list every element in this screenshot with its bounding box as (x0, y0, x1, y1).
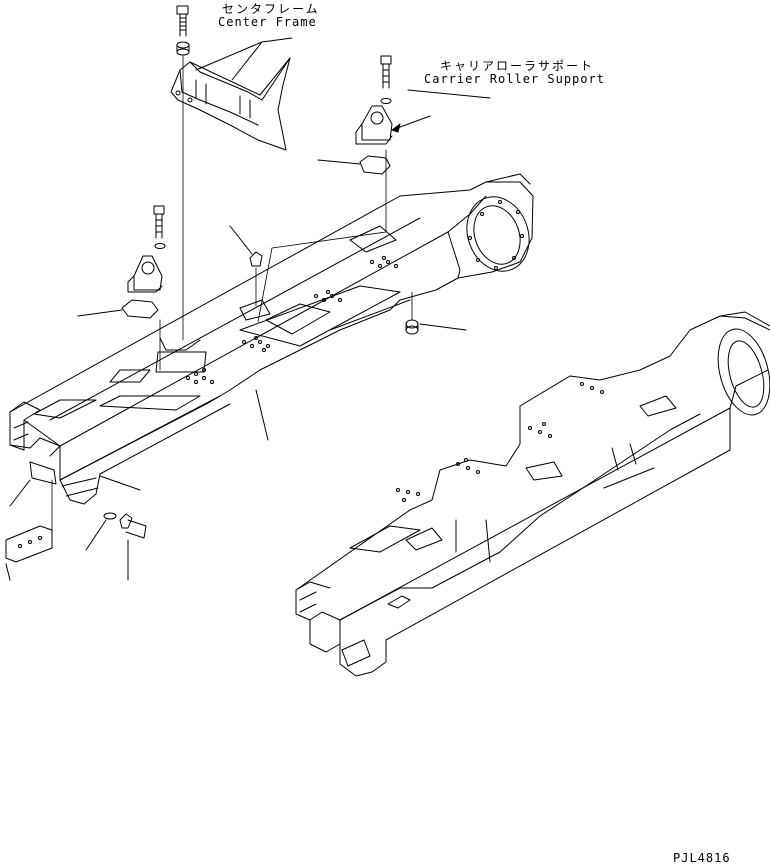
shim-leader (318, 160, 360, 164)
center-frame-label-en: Center Frame (218, 15, 317, 29)
shim-plate-left (122, 300, 158, 318)
guard-leader (100, 476, 140, 490)
center-frame-label-jp: センタフレーム (222, 2, 320, 16)
nut-leader (230, 226, 252, 254)
plug-leader (420, 324, 466, 330)
carrier-roller-support (356, 106, 392, 144)
left-roller-support (128, 256, 162, 292)
center-frame-leader (262, 38, 292, 42)
plug (406, 320, 418, 334)
left-roller-bolt (154, 206, 165, 249)
front-leader (10, 480, 30, 506)
carrier-roller-label-jp: キャリアローラサポート (440, 59, 595, 73)
frame-leader (256, 390, 268, 440)
carrier-roller-arrowhead (392, 124, 400, 132)
washer-leader (86, 520, 106, 550)
center-frame-leader-2 (196, 42, 262, 80)
guard-plate (6, 526, 52, 562)
left-shim-leader (78, 310, 122, 316)
center-frame-bolt (177, 6, 188, 36)
washer (104, 513, 116, 519)
carrier-roller-bolt (381, 56, 391, 104)
carrier-roller-leader (408, 90, 490, 98)
track-frame-left (10, 174, 539, 504)
carrier-roller-label-en: Carrier Roller Support (424, 72, 605, 86)
frame-bolt (120, 514, 146, 538)
center-frame-washer (177, 42, 189, 55)
guard-plate-leader (6, 564, 10, 580)
track-frame-right (296, 312, 770, 676)
nut (250, 252, 262, 266)
assembly-line-5 (258, 232, 386, 322)
shim-plate-top (360, 156, 390, 174)
drawing-code: PJL4816 (673, 851, 731, 865)
center-frame (171, 58, 290, 150)
